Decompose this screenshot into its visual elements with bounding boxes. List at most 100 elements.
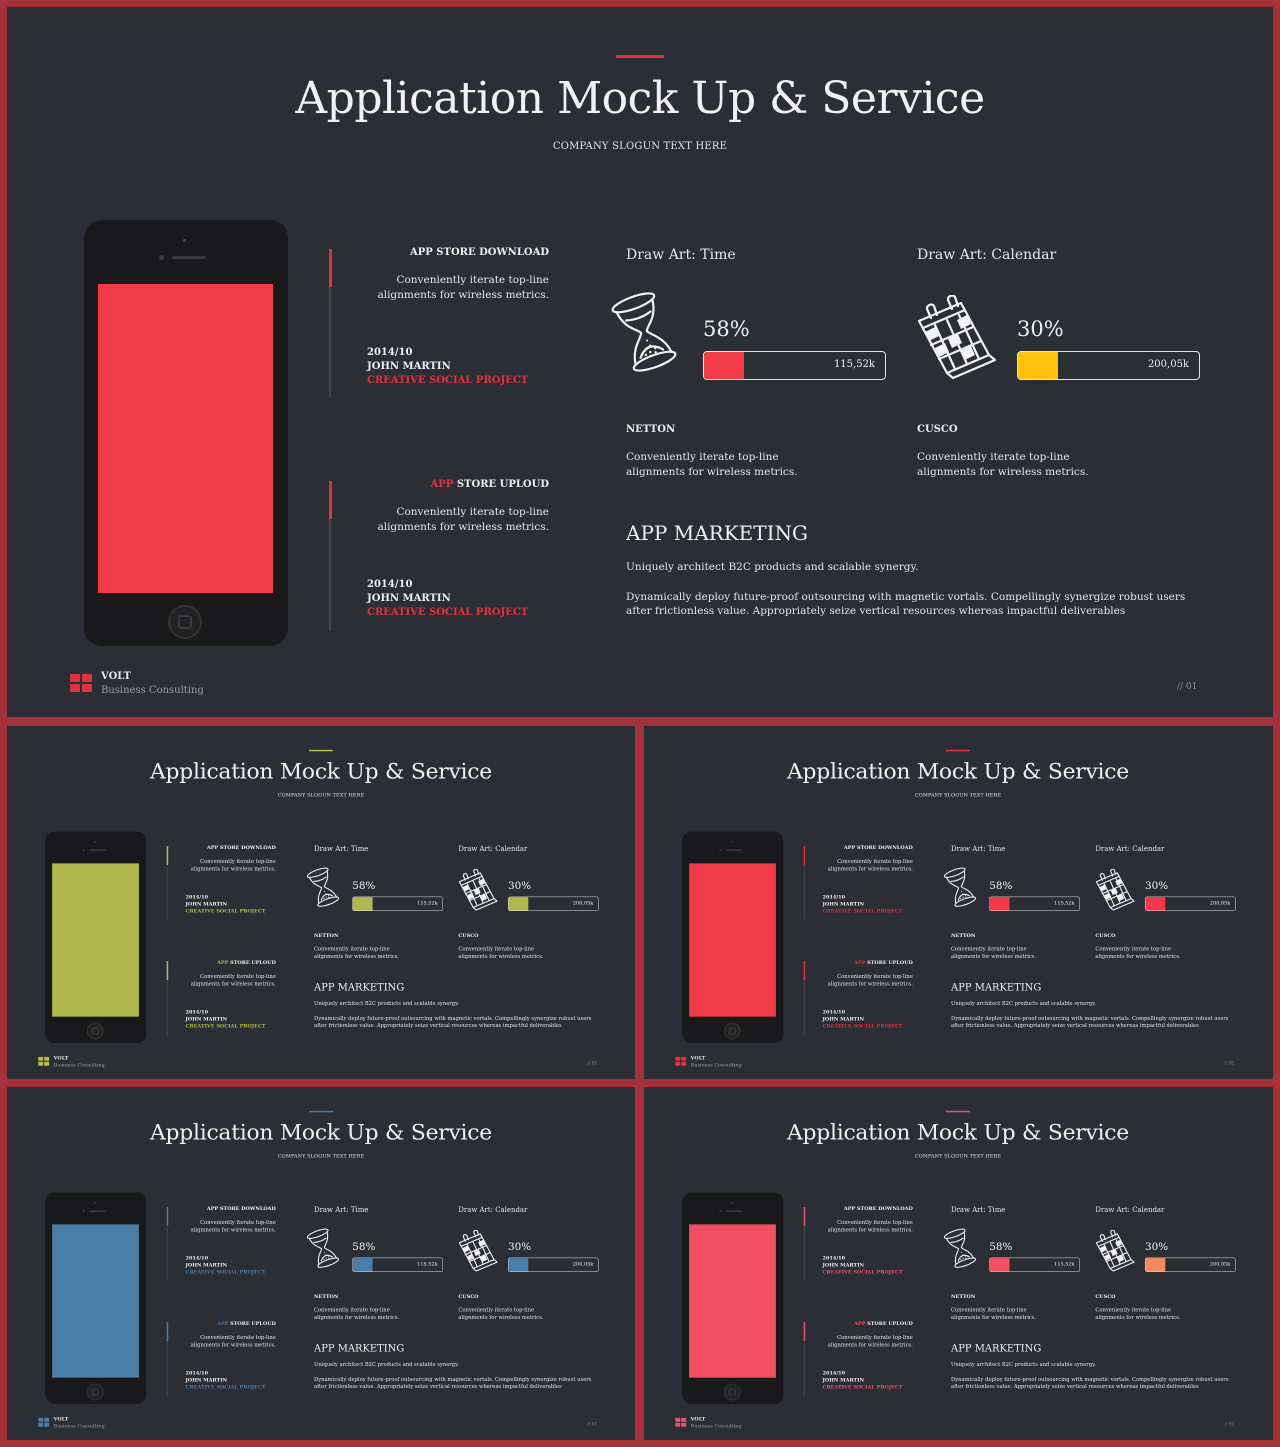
item-title: APP STORE DOWNLOAD: [808, 845, 913, 850]
item-project: CREATIVE SOCIAL PROJECT: [822, 908, 903, 914]
item-title: APP STORE UPLOUD: [171, 960, 276, 965]
phone-screen: [98, 284, 273, 593]
progress-bar-fill: [352, 897, 373, 911]
column-heading: NETTON: [951, 932, 976, 939]
progress-bar-label: 115,52k: [417, 1261, 438, 1268]
column-heading: CUSCO: [917, 424, 958, 435]
brand-logo-icon: [38, 1056, 50, 1066]
item-date: 2014/10: [822, 894, 846, 901]
timeline-line: [329, 481, 331, 631]
brand-tagline: Business Consulting: [690, 1423, 742, 1429]
stat-title: Draw Art: Calendar: [1095, 845, 1165, 853]
column-heading: CUSCO: [1095, 1293, 1116, 1300]
slide-thumbnail-pink[interactable]: Application Mock Up & Service COMPANY SL…: [644, 1087, 1273, 1440]
slide-thumbnail-green[interactable]: Application Mock Up & Service COMPANY SL…: [7, 726, 635, 1079]
item-title-rest: APP STORE DOWNLOAD: [206, 845, 276, 851]
progress-bar-label: 200,05k: [572, 1261, 594, 1268]
stat-percent: 58%: [989, 879, 1013, 892]
slide-main[interactable]: Application Mock Up & Service COMPANY SL…: [7, 7, 1273, 717]
brand-name: VOLT: [53, 1055, 69, 1061]
timeline-marker: [803, 1207, 806, 1226]
marketing-body: Dynamically deploy future-proof outsourc…: [314, 1376, 592, 1390]
item-title: APP STORE DOWNLOAD: [337, 247, 549, 258]
page-number: // 01: [587, 1421, 598, 1427]
item-project: CREATIVE SOCIAL PROJECT: [185, 1384, 266, 1391]
item-date: 2014/10: [367, 579, 413, 590]
item-date: 2014/10: [185, 1370, 209, 1377]
marketing-title: APP MARKETING: [951, 1341, 1042, 1354]
progress-bar-fill: [989, 1258, 1010, 1272]
progress-bar-label: 200,05k: [1209, 1261, 1231, 1268]
stat-title: Draw Art: Time: [951, 845, 1006, 853]
timeline-line: [803, 1322, 805, 1397]
phone-speaker: [725, 849, 743, 851]
item-project: CREATIVE SOCIAL PROJECT: [822, 1023, 903, 1030]
progress-bar: 200,05k: [507, 896, 599, 912]
stat-title: Draw Art: Calendar: [1095, 1206, 1165, 1214]
timeline-marker: [329, 481, 332, 519]
title-accent-line: [616, 55, 664, 58]
stat-title: Draw Art: Time: [314, 845, 369, 853]
marketing-lead: Uniquely architect B2C products and scal…: [951, 1000, 1097, 1007]
brand-logo-icon: [70, 674, 92, 693]
calendar-icon: [458, 868, 498, 911]
item-date: 2014/10: [185, 1255, 209, 1262]
brand-logo-icon: [38, 1417, 50, 1427]
timeline-marker: [803, 846, 806, 865]
slide-title: Application Mock Up & Service: [787, 1119, 1129, 1146]
stat-percent: 30%: [1017, 317, 1064, 341]
brand-name: VOLT: [690, 1055, 706, 1061]
phone-camera: [731, 841, 733, 843]
brand-name: VOLT: [690, 1416, 706, 1422]
item-title: APP STORE DOWNLOAD: [171, 1206, 276, 1211]
timeline-marker: [166, 961, 169, 980]
company-slogan: COMPANY SLOGUN TEXT HERE: [552, 141, 728, 152]
item-author: JOHN MARTIN: [185, 901, 228, 908]
item-title-rest: STORE UPLOUD: [865, 1321, 913, 1327]
item-date: 2014/10: [822, 1370, 846, 1377]
calendar-icon: [1095, 868, 1135, 911]
item-author: JOHN MARTIN: [367, 361, 451, 372]
progress-bar-fill: [1145, 1258, 1166, 1272]
brand-name: VOLT: [53, 1416, 69, 1422]
column-heading: NETTON: [626, 424, 676, 435]
page-number: // 01: [1224, 1421, 1235, 1427]
progress-bar-label: 200,05k: [1147, 359, 1189, 370]
item-title-prefix: APP: [217, 960, 229, 966]
timeline-marker: [803, 961, 806, 980]
item-project: CREATIVE SOCIAL PROJECT: [367, 375, 529, 386]
item-title-prefix: APP: [430, 479, 454, 490]
progress-bar-label: 115,52k: [1054, 1261, 1075, 1268]
marketing-lead: Uniquely architect B2C products and scal…: [314, 1361, 460, 1368]
item-author: JOHN MARTIN: [822, 1377, 865, 1384]
brand-name: VOLT: [101, 671, 131, 682]
phone-screen: [689, 1224, 776, 1378]
item-author: JOHN MARTIN: [822, 901, 865, 908]
marketing-body: Dynamically deploy future-proof outsourc…: [626, 591, 1186, 617]
progress-bar-fill: [704, 352, 744, 379]
timeline-line: [803, 846, 805, 920]
phone-sensor: [719, 1210, 722, 1213]
phone-screen: [52, 863, 139, 1017]
slide-title: Application Mock Up & Service: [150, 758, 492, 785]
phone-speaker: [88, 1210, 106, 1212]
timeline-line: [166, 1322, 168, 1397]
slide-thumbnail-blue[interactable]: Application Mock Up & Service COMPANY SL…: [7, 1087, 635, 1440]
title-accent-line: [946, 1110, 970, 1113]
slide-thumbnail-red[interactable]: Application Mock Up & Service COMPANY SL…: [644, 726, 1273, 1079]
brand-tagline: Business Consulting: [101, 685, 204, 696]
item-date: 2014/10: [822, 1009, 846, 1016]
timeline-line: [166, 1207, 168, 1281]
brand-logo-icon: [675, 1417, 687, 1427]
marketing-title: APP MARKETING: [314, 980, 405, 993]
marketing-body: Dynamically deploy future-proof outsourc…: [951, 1376, 1229, 1390]
phone-screen: [689, 863, 776, 1017]
phone-sensor: [159, 255, 164, 260]
